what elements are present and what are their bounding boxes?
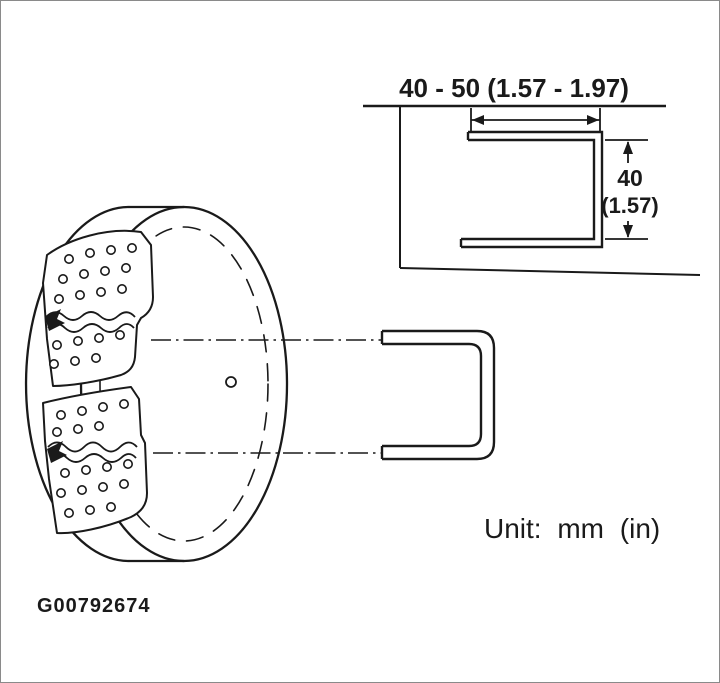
channel-outer — [461, 130, 604, 249]
detail-bracket-leader — [399, 267, 701, 276]
unit-label: Unit: mm (in) — [484, 513, 660, 544]
height-arrow-up — [623, 141, 633, 154]
lower-pad-notch — [47, 441, 67, 463]
width-dimension — [470, 108, 601, 131]
band-left-edge-arc — [24, 205, 131, 563]
gauge-channel-section — [459, 130, 604, 249]
gauge-tool-side-view — [380, 329, 496, 461]
height-dimension-inches: (1.57) — [601, 193, 658, 218]
band-hole — [225, 376, 237, 388]
upper-pad-holes — [48, 243, 138, 369]
center-lines — [151, 339, 383, 454]
gauge-outer-contour — [382, 329, 496, 461]
lower-pad-tear-line-2 — [49, 453, 137, 463]
width-dimension-label: 40 - 50 (1.57 - 1.97) — [399, 73, 629, 103]
width-arrow-left — [472, 115, 484, 125]
upper-pad-notch — [45, 309, 65, 331]
height-dimension — [605, 139, 648, 240]
lower-pad-tear-line-1 — [47, 441, 138, 453]
upper-pad-tear-line-2 — [47, 323, 135, 333]
upper-pad-tear-line-1 — [45, 311, 136, 321]
height-arrow-down — [623, 225, 633, 238]
figure-code: G00792674 — [37, 595, 151, 617]
band-centerline-arc — [99, 226, 269, 542]
width-arrow-right — [587, 115, 599, 125]
upper-pad-outline — [42, 229, 154, 387]
height-dimension-value: 40 — [617, 165, 643, 191]
gauge-detail-view — [363, 104, 701, 276]
channel-inner — [461, 138, 596, 241]
lower-lining-pad — [42, 386, 148, 535]
gauge-inner-contour — [382, 342, 483, 448]
lower-pad-holes — [51, 398, 134, 518]
upper-lining-pad — [42, 229, 154, 387]
lower-pad-outline — [42, 386, 148, 535]
